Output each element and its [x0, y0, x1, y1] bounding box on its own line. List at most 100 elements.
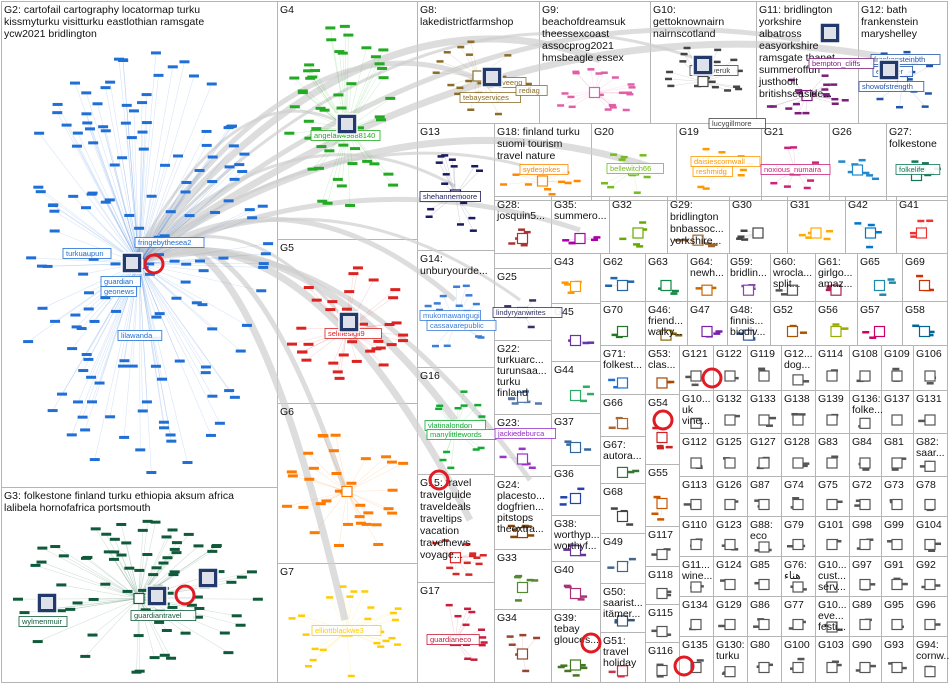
node: [92, 102, 103, 106]
node: [465, 79, 473, 83]
node: [590, 238, 598, 242]
node: [153, 73, 164, 77]
edge: [76, 146, 140, 264]
group-label-g9: assocprog2021: [542, 40, 614, 52]
node: [373, 641, 381, 645]
group-label-g11: G11: bridlington: [759, 4, 833, 16]
edge: [309, 478, 348, 492]
node: [921, 105, 929, 108]
node-label-box: [692, 166, 733, 177]
group-label-g39: glouces...: [554, 634, 599, 646]
node: [153, 253, 164, 257]
node: [319, 108, 330, 112]
group-label-g53: clas...: [648, 359, 675, 371]
node: [48, 203, 59, 207]
node: [933, 623, 941, 626]
node: [567, 95, 575, 99]
node-label-box: [18, 616, 68, 627]
group-label-g91: G91: [884, 559, 904, 571]
hub-node: [918, 279, 931, 292]
node: [166, 439, 177, 443]
group-label-g103: G103: [818, 639, 844, 651]
node: [297, 91, 308, 95]
group-label-g38: worthyf...: [553, 540, 597, 552]
node: [87, 633, 98, 637]
node: [354, 515, 365, 519]
node: [324, 149, 335, 153]
node: [775, 289, 783, 292]
group-box-g17: [417, 582, 495, 683]
node: [893, 577, 901, 581]
node: [311, 298, 322, 302]
inter-group-edge: [129, 153, 456, 266]
group-label-g29: bridlington: [670, 211, 719, 223]
node: [475, 562, 483, 566]
node: [36, 560, 47, 564]
node: [117, 156, 128, 160]
node: [441, 182, 449, 185]
hub-node: [918, 325, 931, 338]
node: [65, 607, 76, 611]
hub-node: [792, 661, 804, 674]
edge: [346, 461, 393, 492]
inter-group-edge: [129, 136, 662, 267]
node: [80, 428, 91, 432]
edge: [61, 584, 140, 599]
node: [800, 464, 808, 468]
node: [439, 458, 447, 462]
hub-node: [690, 370, 702, 382]
group-label-g46: walky...: [647, 326, 682, 338]
node: [561, 281, 569, 284]
node: [83, 291, 94, 295]
node: [831, 102, 839, 105]
edge: [87, 557, 140, 599]
edge: [102, 126, 140, 264]
hub-node: [690, 457, 702, 469]
edge: [138, 529, 173, 599]
node: [593, 236, 601, 239]
node: [469, 229, 477, 232]
node: [352, 266, 363, 270]
group-label-g9: beachofdreamsuk: [542, 16, 626, 28]
node-label-angelaw49888140: angelaw49888140: [314, 131, 375, 140]
node: [390, 288, 401, 292]
hub-node: [792, 374, 804, 386]
node: [127, 364, 138, 368]
node: [37, 546, 48, 550]
edge: [322, 435, 348, 492]
group-label-g46: friend...: [648, 315, 683, 327]
group-label-g10x: G10...: [682, 393, 711, 405]
node: [636, 245, 644, 248]
node: [86, 375, 97, 379]
group-label-g11: summeroffun: [759, 64, 820, 76]
node: [787, 78, 795, 82]
node: [841, 99, 849, 102]
node: [471, 164, 479, 168]
edge: [60, 598, 140, 612]
node: [303, 342, 314, 346]
hub-node: [569, 280, 582, 293]
group-label-g124: G124: [716, 559, 742, 571]
hub-node: [891, 538, 903, 551]
node: [830, 83, 838, 86]
node: [327, 300, 338, 304]
node: [180, 190, 191, 194]
node: [373, 339, 384, 343]
group-label-g138: G138: [784, 393, 810, 405]
edge: [125, 542, 140, 599]
hub-node: [873, 325, 886, 338]
node: [235, 349, 246, 353]
node: [912, 324, 920, 328]
group-label-g99: G99: [884, 519, 904, 531]
node: [186, 603, 197, 607]
node: [825, 288, 833, 292]
hub-node: [616, 377, 629, 389]
node: [462, 284, 470, 288]
group-label-g75: G75: [818, 479, 838, 491]
node: [737, 235, 745, 238]
group-label-g31: G31: [790, 199, 810, 211]
group-label-g48: G48:: [730, 304, 753, 316]
edge: [327, 128, 348, 204]
group-label-g12: G12: bath: [861, 4, 907, 16]
hub-node: [569, 545, 582, 557]
